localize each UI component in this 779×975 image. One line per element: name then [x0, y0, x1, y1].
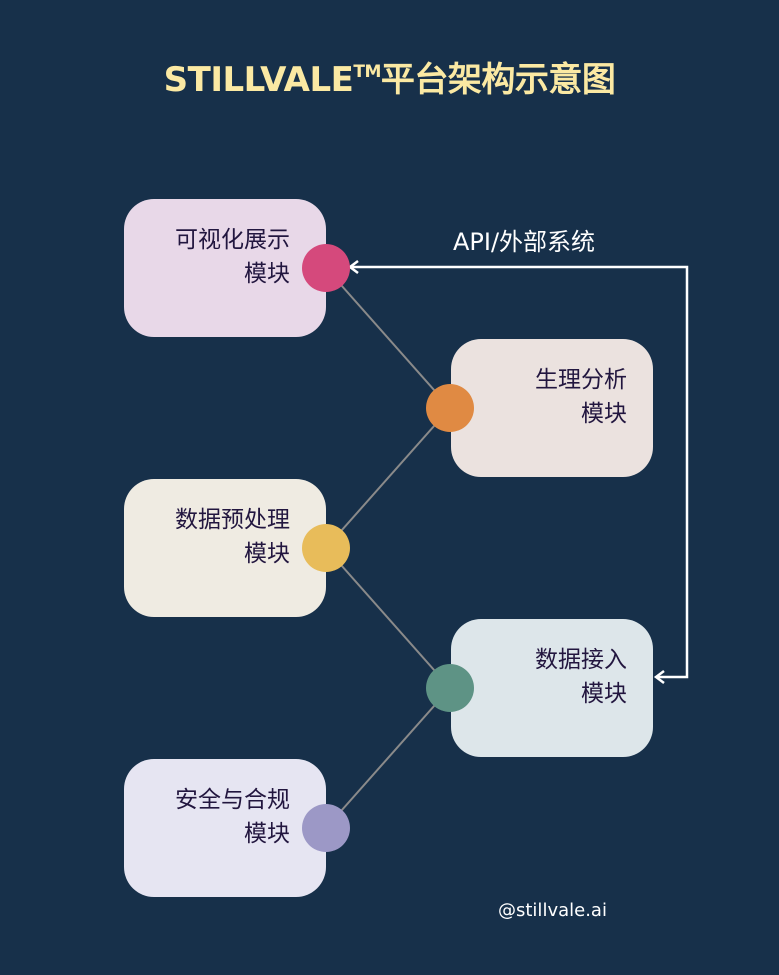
- api-external-label: API/外部系统: [453, 228, 596, 256]
- module-security-compliance[interactable]: 安全与合规 模块: [124, 759, 326, 897]
- connector-ingestion-security: [325, 687, 451, 829]
- module-title: 安全与合规: [175, 787, 290, 813]
- module-title: 数据预处理: [175, 507, 290, 533]
- node-dot-data-ingestion: [426, 664, 474, 712]
- node-dot-preprocessing: [302, 524, 350, 572]
- node-dot-security-compliance: [302, 804, 350, 852]
- node-dot-visualization: [302, 244, 350, 292]
- page-title: STILLVALETM平台架构示意图: [0, 52, 779, 101]
- module-title: 生理分析: [535, 367, 627, 393]
- title-brand: STILLVALE: [163, 60, 354, 100]
- arrowhead-to-ingestion: [653, 670, 665, 684]
- module-title: 数据接入: [535, 647, 627, 673]
- connector-preprocessing-ingestion: [325, 547, 451, 689]
- api-bracket-line: [350, 265, 689, 679]
- module-visualization[interactable]: 可视化展示 模块: [124, 199, 326, 337]
- connector-physio-preprocessing: [325, 407, 451, 549]
- module-physio-analysis[interactable]: 生理分析 模块: [451, 339, 653, 477]
- module-subtitle: 模块: [244, 821, 290, 847]
- module-subtitle: 模块: [581, 401, 627, 427]
- module-subtitle: 模块: [581, 681, 627, 707]
- connector-visualization-physio: [325, 267, 451, 409]
- social-handle[interactable]: @stillvale.ai: [498, 900, 607, 921]
- node-dot-physio-analysis: [426, 384, 474, 432]
- arrowhead-to-visualization: [347, 260, 359, 274]
- module-title: 可视化展示: [175, 227, 290, 253]
- trademark-symbol: TM: [353, 62, 381, 82]
- module-subtitle: 模块: [244, 261, 290, 287]
- module-preprocessing[interactable]: 数据预处理 模块: [124, 479, 326, 617]
- module-subtitle: 模块: [244, 541, 290, 567]
- module-data-ingestion[interactable]: 数据接入 模块: [451, 619, 653, 757]
- title-suffix: 平台架构示意图: [380, 60, 616, 100]
